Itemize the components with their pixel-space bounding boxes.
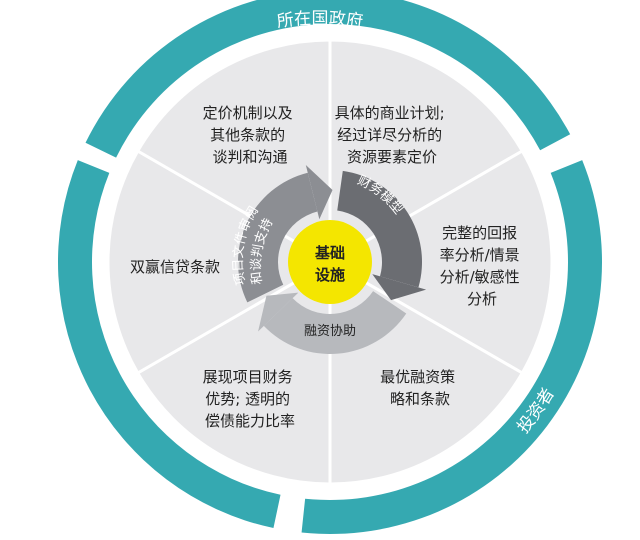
- segment-bottom-left-text: 展现项目财务 优势; 透明的 偿债能力比率: [203, 368, 298, 430]
- cycle-arrows: [237, 164, 427, 354]
- outer-ring: [57, 0, 602, 535]
- ring-segment-investors: [301, 160, 602, 535]
- segment-left-text: 双赢信贷条款: [130, 258, 220, 276]
- segment-top-left-text: 定价机制以及 其他条款的 谈判和沟通: [203, 104, 298, 166]
- ring-segment-government: [85, 0, 571, 158]
- segment-right-text: 完整的回报 率分析/情景 分析/敏感性 分析: [440, 224, 525, 308]
- ring-label-government: 所在国政府: [276, 9, 365, 32]
- arrow-document-review: [237, 164, 333, 303]
- segment-top-right-text: 具体的商业计划; 经过详尽分析的 资源要素定价: [335, 104, 450, 166]
- core-circle: [288, 220, 372, 304]
- core-label-line1: 基础: [314, 244, 345, 262]
- ring-segment-financial-institutions: [57, 160, 281, 529]
- pie-segments: [106, 38, 554, 486]
- segment-left: [106, 148, 334, 376]
- segment-bottom-right-text: 最优融资策 略和条款: [380, 368, 460, 408]
- ring-label-financial-institutions: 金融机构: [33, 277, 58, 347]
- core-label-line2: 设施: [315, 266, 345, 284]
- segment-right: [326, 148, 554, 376]
- cycle-label-financing-assistance: 融资协助: [304, 324, 356, 339]
- arrow-financial-model: [337, 170, 427, 301]
- arrow-financing-assistance: [258, 291, 407, 354]
